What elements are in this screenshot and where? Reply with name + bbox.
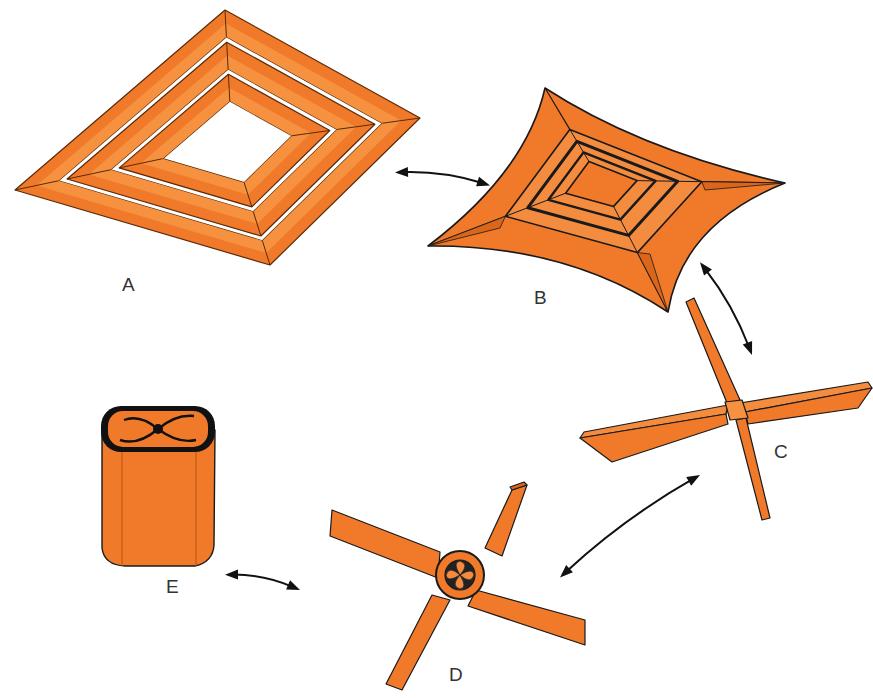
stage-letter: D bbox=[449, 664, 463, 686]
flat-frames bbox=[15, 10, 420, 265]
rolled-cylinder bbox=[101, 406, 215, 566]
double-arrow bbox=[395, 167, 490, 186]
arrow-line bbox=[233, 575, 293, 587]
folded-cross bbox=[580, 298, 872, 520]
figure-stage: C bbox=[700, 355, 870, 525]
arrow-head bbox=[743, 341, 752, 355]
stage-letter: B bbox=[534, 287, 547, 309]
arrow-line bbox=[403, 172, 482, 183]
stage-letter: C bbox=[774, 441, 788, 463]
figure-stage: E bbox=[100, 405, 225, 600]
arrow-head bbox=[476, 177, 490, 187]
arrow-head bbox=[686, 475, 700, 486]
arrow-head bbox=[286, 580, 300, 590]
arrow-line bbox=[566, 479, 693, 572]
partly-folded-frames bbox=[428, 88, 785, 312]
double-arrow bbox=[560, 475, 700, 577]
stage-letter: E bbox=[166, 576, 179, 598]
arrow-head bbox=[700, 262, 712, 275]
arrow-head bbox=[225, 570, 238, 580]
figure-stage: B bbox=[490, 75, 700, 315]
stage-letter: A bbox=[122, 274, 135, 296]
arrow-head bbox=[560, 565, 573, 577]
arrow-head bbox=[395, 167, 408, 177]
double-arrow bbox=[225, 570, 300, 590]
figure-stage: A bbox=[15, 10, 395, 300]
double-arrow bbox=[700, 262, 752, 355]
pinwheel bbox=[330, 482, 585, 690]
arrow-line bbox=[705, 269, 749, 348]
figure-stage: D bbox=[300, 575, 560, 695]
